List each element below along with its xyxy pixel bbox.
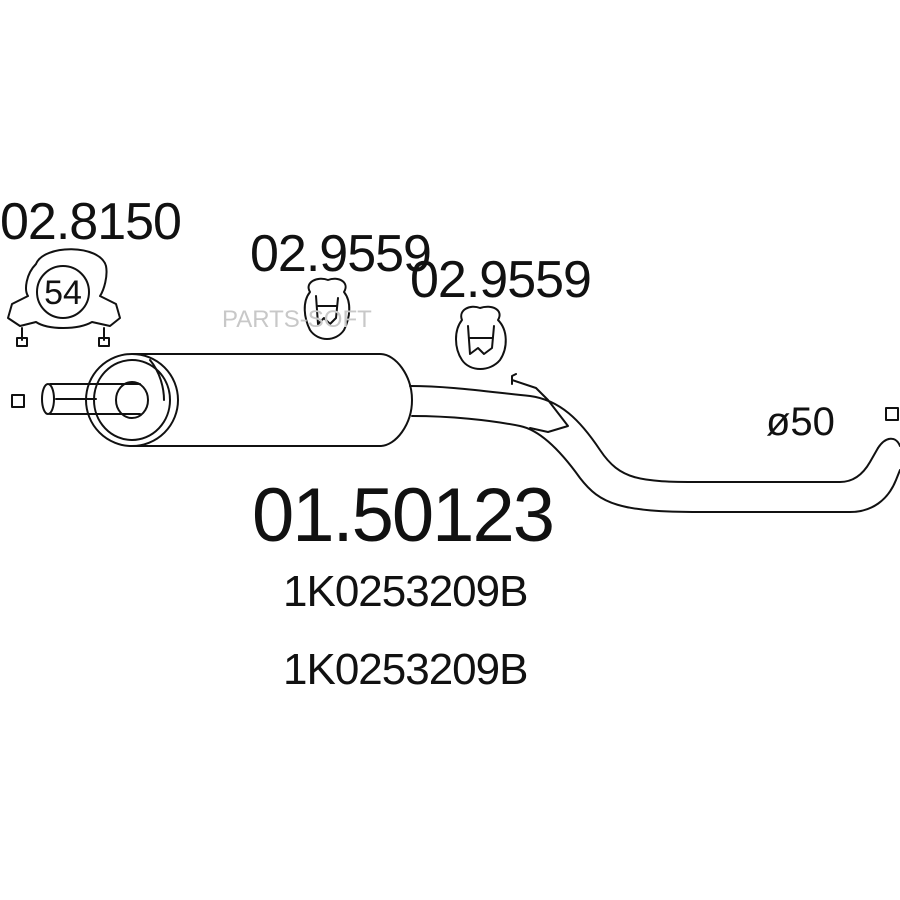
clamp-part-number: 02.8150 [0, 193, 182, 251]
clamp-icon: 54 [7, 248, 121, 347]
main-part-number: 01.50123 [252, 473, 555, 558]
oem-number-1: 1K0253209B [283, 567, 528, 616]
oem-number-2: 1K0253209B [283, 645, 528, 694]
rubber-hanger-icon [303, 277, 351, 340]
pipe-diameter-label: ø50 [766, 400, 835, 444]
clamp-size-label: 54 [44, 274, 82, 312]
outlet-connector-icon [885, 407, 899, 421]
watermark-text: PARTS-SOFT [222, 306, 372, 333]
rubber-hanger-icon [455, 305, 507, 370]
hanger-2-part-number: 02.9559 [410, 251, 592, 309]
hanger-1-part-number: 02.9559 [250, 225, 432, 283]
inlet-connector-icon [11, 394, 25, 408]
